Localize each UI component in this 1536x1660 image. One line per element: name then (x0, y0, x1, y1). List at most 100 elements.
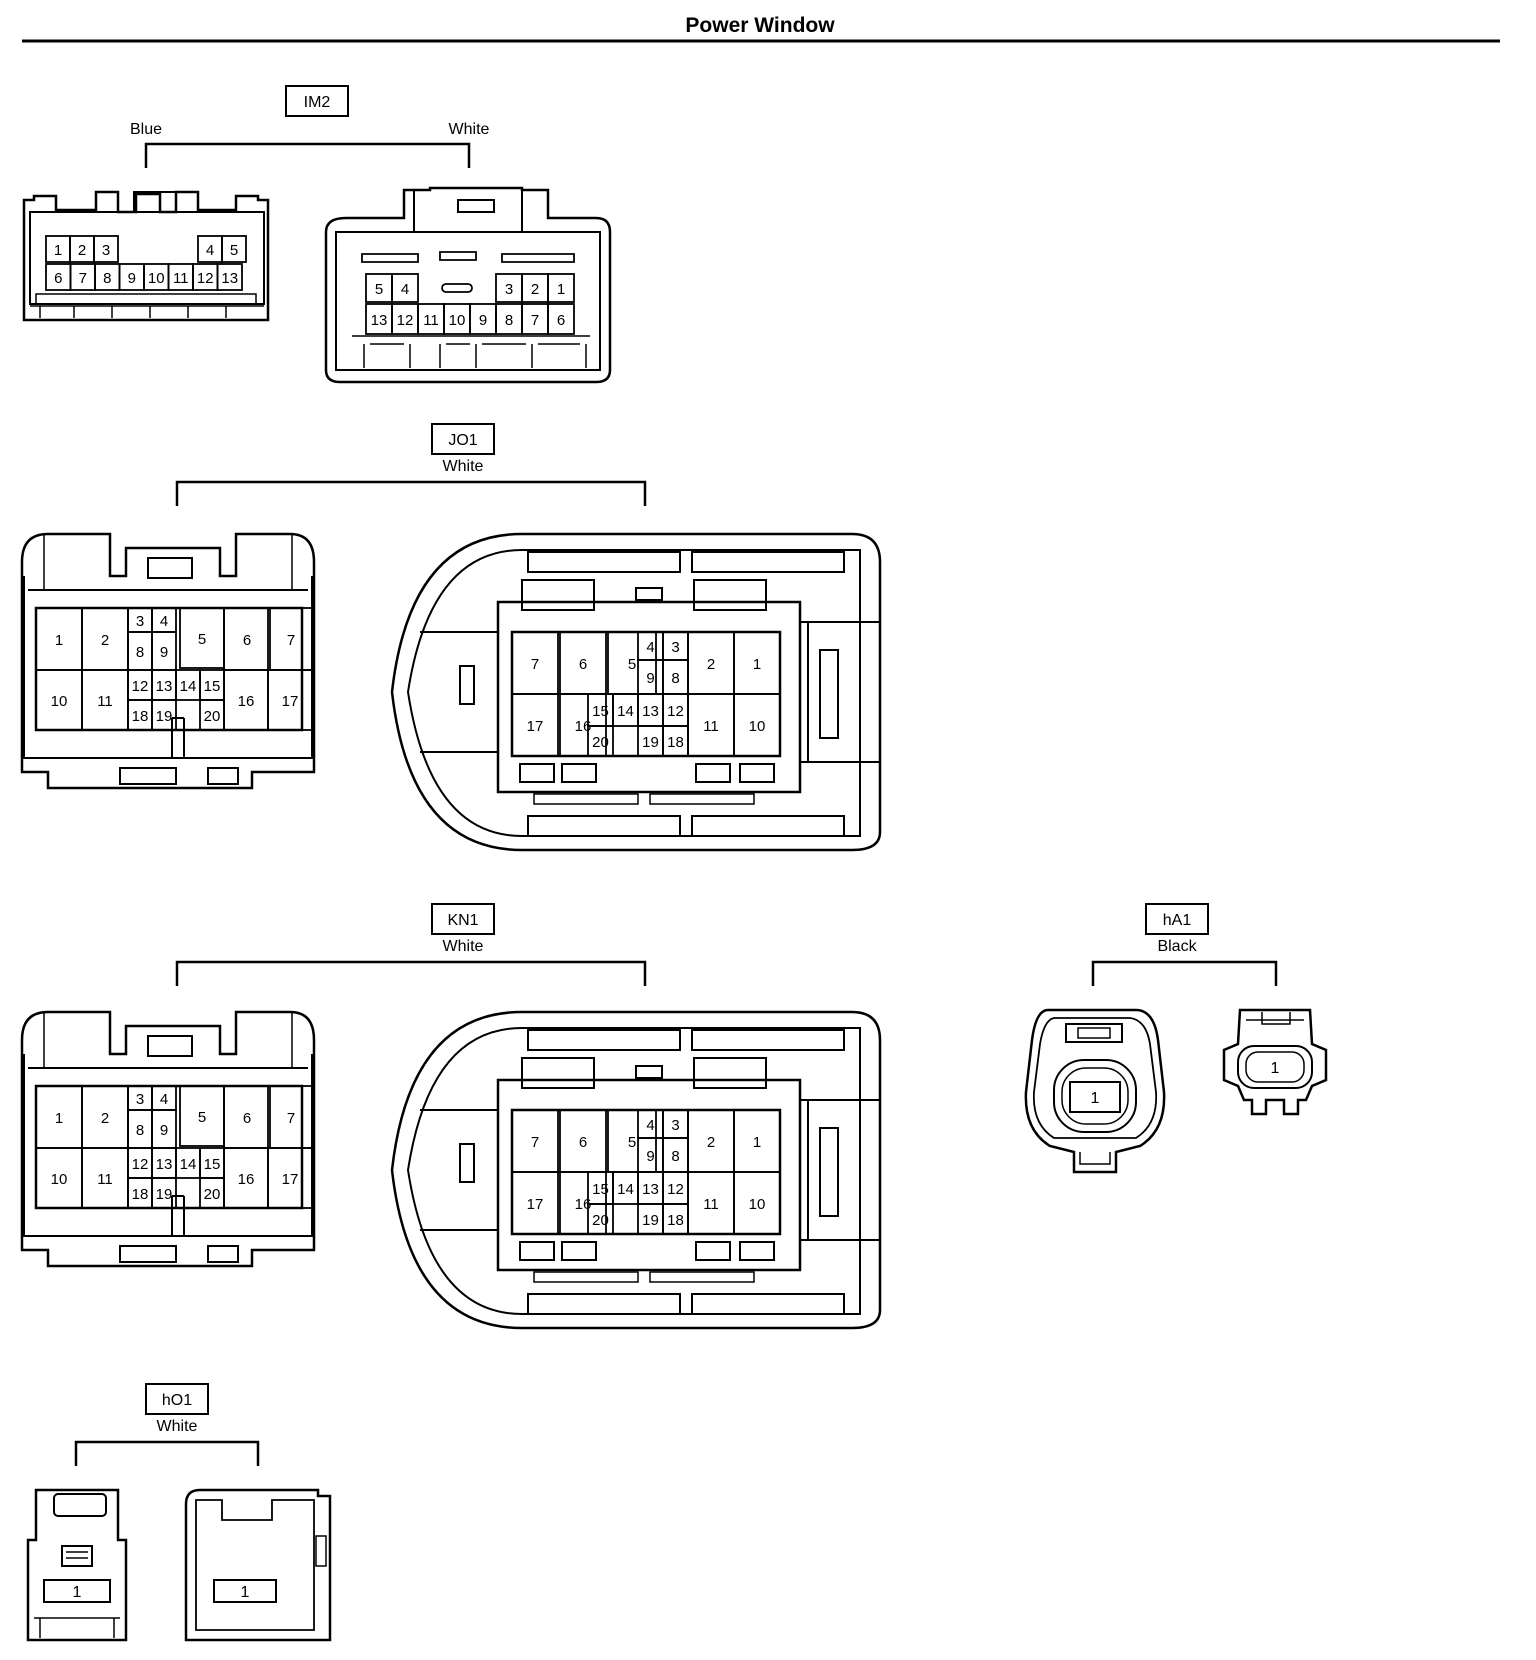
connector-ho1-label-box (145, 1383, 209, 1415)
connector-ha1: hA1 Black 1 1 (1024, 903, 1328, 1174)
jo1-left-pin-1: 1 (55, 632, 63, 649)
kn1-right-pin-9: 9 (646, 1148, 654, 1165)
ha1-right-pin-1: 1 (1271, 1060, 1280, 1077)
im2-blue-pin-13: 13 (221, 270, 238, 287)
kn1-left-pin-14: 14 (180, 1156, 197, 1173)
jo1-left-pin-3: 3 (136, 613, 144, 630)
kn1-right-pin-14: 14 (617, 1181, 634, 1198)
connector-im2-bracket (144, 142, 471, 168)
im2-white-pin-9: 9 (479, 312, 487, 329)
kn1-left-pin-17: 17 (282, 1171, 299, 1188)
kn1-left-pin-1: 1 (55, 1110, 63, 1127)
kn1-left-pin-20-cell (199, 1177, 225, 1209)
jo1-right-pin-20: 20 (592, 734, 609, 751)
im2-blue-pin-13-cell (216, 263, 243, 291)
kn1-left-pin-9: 9 (160, 1122, 168, 1139)
jo1-right-pin-8: 8 (671, 670, 679, 687)
jo1-left-pin-16: 16 (238, 693, 255, 710)
connector-ho1-id: hO1 (162, 1392, 192, 1409)
kn1-left-pin-10: 10 (51, 1171, 68, 1188)
kn1-right-pin-20: 20 (592, 1212, 609, 1229)
connector-im2-id: IM2 (304, 94, 331, 111)
connector-im2-white-label: White (449, 121, 490, 138)
kn1-left-pin-19: 19 (156, 1186, 173, 1203)
im2-white-pin-5: 5 (375, 281, 383, 298)
jo1-right-pin-9: 9 (646, 670, 654, 687)
jo1-left-pin-13: 13 (156, 678, 173, 695)
im2-blue-pin-5: 5 (230, 242, 238, 259)
connector-ha1-bracket (1091, 960, 1278, 986)
kn1-left-pin-11: 11 (97, 1171, 113, 1188)
im2-white-pin-2: 2 (531, 281, 539, 298)
jo1-right-pin-18: 18 (667, 734, 684, 751)
im2-white-pin-1-cell (547, 273, 575, 303)
kn1-left-pin-3: 3 (136, 1091, 144, 1108)
jo1-right-pin-12: 12 (667, 703, 684, 720)
jo1-left-pin-12: 12 (132, 678, 149, 695)
jo1-right-pin-20-cell (587, 725, 614, 757)
im2-blue-pin-4: 4 (206, 242, 214, 259)
kn1-right-pin-10: 10 (749, 1196, 766, 1213)
jo1-right-pin-14: 14 (617, 703, 634, 720)
ho1-left-pin-1: 1 (73, 1584, 82, 1601)
jo1-right-pin-4: 4 (646, 639, 654, 656)
jo1-left-pin-19: 19 (156, 708, 173, 725)
jo1-right-pin-5: 5 (628, 656, 636, 673)
jo1-right-pin-17-cell (511, 693, 559, 757)
im2-white-pin-6-cell (547, 303, 575, 335)
jo1-left-pin-15: 15 (204, 678, 221, 695)
kn1-right-pin-5: 5 (628, 1134, 636, 1151)
connector-jo1-bracket (175, 480, 647, 506)
kn1-right-pin-16-cell (559, 1171, 607, 1235)
kn1-right-pin-20-cell (587, 1203, 614, 1235)
im2-white-pin-4: 4 (401, 281, 409, 298)
kn1-left-pin-7: 7 (287, 1110, 295, 1127)
jo1-left-pin-18: 18 (132, 708, 149, 725)
kn1-left-pin-19-cell (151, 1177, 177, 1209)
im2-white-pin-7: 7 (531, 312, 539, 329)
im2-blue-pin-3-cell (93, 235, 119, 263)
jo1-left-pin-20-cell (199, 699, 225, 731)
jo1-left-pin-11: 11 (97, 693, 113, 710)
ha1-right-view: 1 (1222, 1008, 1328, 1116)
jo1-right-pin-16-cell (559, 693, 607, 757)
kn1-left-pin-13: 13 (156, 1156, 173, 1173)
kn1-right-pin-11: 11 (703, 1196, 719, 1213)
jo1-right-pin-2: 2 (707, 656, 715, 673)
kn1-left-pin-18: 18 (132, 1186, 149, 1203)
kn1-right-pin-19: 19 (642, 1212, 659, 1229)
kn1-left-pin-6: 6 (243, 1110, 251, 1127)
kn1-right-pin-10-cell (733, 1171, 781, 1235)
connector-im2-blue-label: Blue (130, 121, 162, 138)
connector-kn1-color: White (443, 938, 484, 955)
jo1-left-pin-6: 6 (243, 632, 251, 649)
kn1-right-pin-7: 7 (531, 1134, 539, 1151)
jo1-left-pin-14: 14 (180, 678, 197, 695)
kn1-right-pin-4: 4 (646, 1117, 654, 1134)
connector-ho1-bracket (74, 1440, 260, 1466)
kn1-left-pin-20: 20 (204, 1186, 221, 1203)
kn1-right-pin-17-cell (511, 1171, 559, 1235)
ha1-left-view: 1 (1024, 1008, 1166, 1174)
im2-white-pin-12: 12 (397, 312, 414, 329)
jo1-left-pin-8: 8 (136, 644, 144, 661)
ho1-right-pin-1: 1 (241, 1584, 250, 1601)
jo1-left-pin-2: 2 (101, 632, 109, 649)
connector-jo1-color: White (443, 458, 484, 475)
ho1-right-view: 1 (184, 1488, 332, 1642)
im2-blue-pin-8: 8 (103, 270, 111, 287)
kn1-right-pin-1: 1 (753, 1134, 761, 1151)
jo1-left-pin-19-cell (151, 699, 177, 731)
kn1-right-pin-18-cell (662, 1203, 689, 1235)
jo1-right-pin-11: 11 (703, 718, 719, 735)
kn1-right-pin-2: 2 (707, 1134, 715, 1151)
im2-blue-pin-9: 9 (128, 270, 136, 287)
im2-white-pin-13: 13 (371, 312, 388, 329)
im2-blue-pin-2: 2 (78, 242, 86, 259)
